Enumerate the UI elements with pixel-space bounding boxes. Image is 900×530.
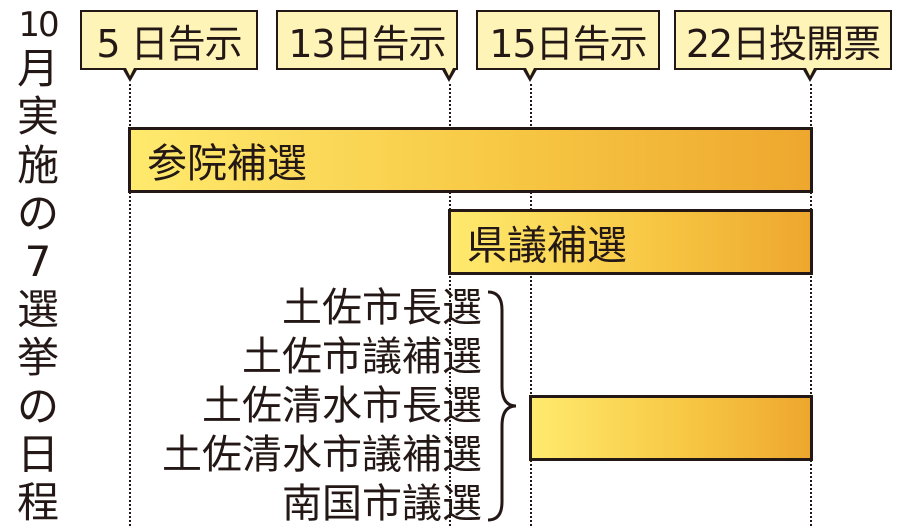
bar-upper-house-by-election: 参院補選 xyxy=(128,127,813,193)
title-char: 程 xyxy=(16,477,59,527)
title-char: の xyxy=(16,188,59,238)
list-item: 土佐清水市議補選 xyxy=(162,432,482,478)
list-item: 土佐市長選 xyxy=(282,285,482,331)
date-guide-line xyxy=(129,84,131,526)
title-char: 10 xyxy=(18,5,59,45)
bar-municipal-elections xyxy=(529,395,813,461)
date-box-22: 22日投開票 xyxy=(674,10,892,70)
bar-label: 参院補選 xyxy=(147,141,307,187)
date-guide-line xyxy=(810,84,812,526)
curly-brace-icon xyxy=(487,290,517,522)
vertical-title: 10 月 実 施 の 7 選 挙 の 日 程 xyxy=(10,8,66,524)
title-char: の xyxy=(16,381,59,431)
title-char: 実 xyxy=(16,92,59,142)
municipal-election-list: 土佐市長選 土佐市議補選 土佐清水市長選 土佐清水市議補選 南国市議選 xyxy=(142,288,482,524)
date-box-15: 15日告示 xyxy=(476,10,660,70)
title-char: 施 xyxy=(16,140,59,190)
bar-label: 県議補選 xyxy=(467,223,627,269)
bar-prefectural-by-election: 県議補選 xyxy=(448,209,813,275)
title-char: 日 xyxy=(16,429,59,479)
title-char: 7 xyxy=(24,236,52,286)
date-pointer xyxy=(802,66,818,82)
list-item: 土佐市議補選 xyxy=(242,334,482,380)
list-item: 土佐清水市長選 xyxy=(202,383,482,429)
date-box-5: 5 日告示 xyxy=(80,10,258,70)
title-char: 月 xyxy=(16,44,59,94)
date-pointer xyxy=(441,66,457,82)
date-box-13: 13日告示 xyxy=(276,10,458,70)
title-char: 挙 xyxy=(16,333,59,383)
list-item: 南国市議選 xyxy=(282,481,482,527)
date-guide-line xyxy=(530,84,532,526)
title-char: 選 xyxy=(16,285,59,335)
date-pointer xyxy=(122,66,138,82)
date-pointer xyxy=(522,66,538,82)
date-guide-line xyxy=(449,84,451,526)
